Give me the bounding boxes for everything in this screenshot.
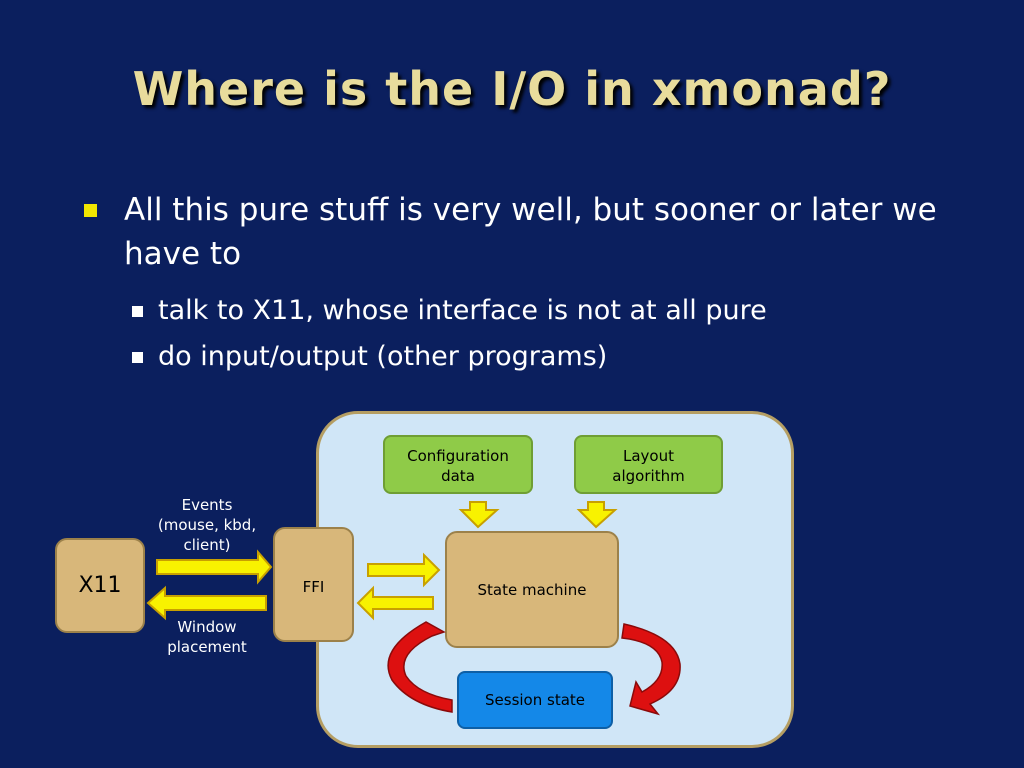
bullet-list: All this pure stuff is very well, but so… — [80, 188, 980, 380]
state-machine-label: State machine — [477, 580, 587, 599]
bullet-square-icon — [84, 204, 97, 217]
events-arrow — [156, 549, 273, 585]
session-state-label: Session state — [485, 691, 585, 709]
state-machine-box: State machine — [445, 531, 619, 648]
window-placement-arrow — [146, 585, 267, 621]
events-label: Events (mouse, kbd, client) — [157, 496, 257, 554]
sub-bullet-text: do input/output (other programs) — [158, 341, 608, 372]
layout-algorithm-label: Layout algorithm — [612, 447, 685, 485]
sub-bullet: talk to X11, whose interface is not at a… — [130, 288, 980, 334]
ffi-box: FFI — [273, 527, 354, 642]
session-state-box: Session state — [457, 671, 613, 729]
ffi-label: FFI — [302, 578, 325, 596]
bullet-main-text: All this pure stuff is very well, but so… — [124, 192, 937, 272]
x11-box: X11 — [55, 538, 145, 633]
sub-bullet-square-icon — [132, 352, 143, 363]
bullet-main: All this pure stuff is very well, but so… — [80, 188, 980, 276]
configuration-data-box: Configuration data — [383, 435, 533, 494]
sub-bullet-list: talk to X11, whose interface is not at a… — [80, 288, 980, 380]
configuration-data-label: Configuration data — [407, 447, 509, 485]
layout-algorithm-box: Layout algorithm — [574, 435, 723, 494]
sub-bullet-square-icon — [132, 306, 143, 317]
window-placement-label: Window placement — [167, 618, 247, 656]
sub-bullet-text: talk to X11, whose interface is not at a… — [158, 295, 767, 326]
sub-bullet: do input/output (other programs) — [130, 334, 980, 380]
x11-label: X11 — [78, 572, 122, 598]
slide-title: Where is the I/O in xmonad? — [132, 62, 892, 116]
